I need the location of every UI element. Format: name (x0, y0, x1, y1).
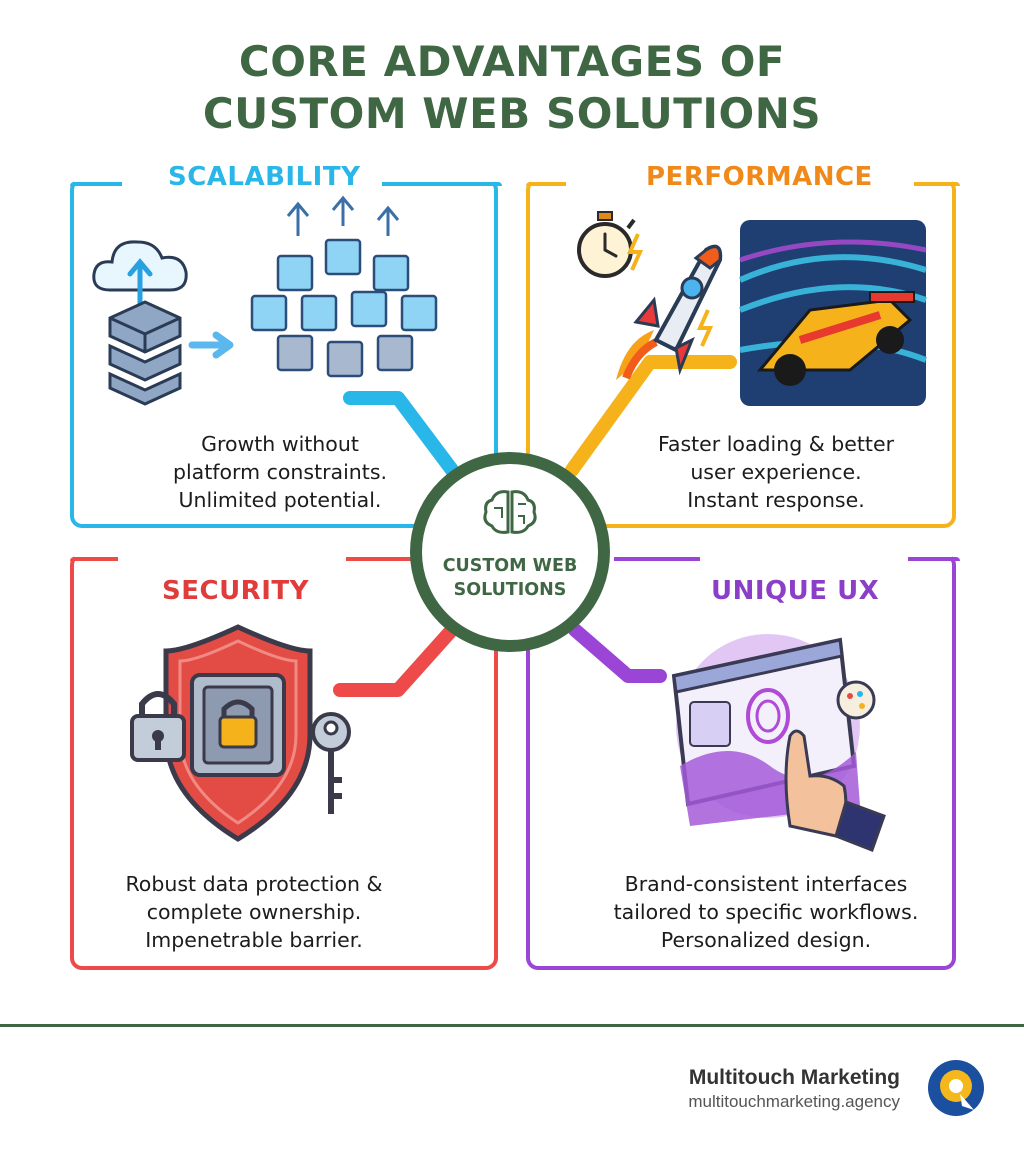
brand-logo-icon (928, 1060, 984, 1116)
scalability-desc-line: Unlimited potential. (178, 488, 382, 512)
touch-interface-icon (671, 634, 886, 852)
scalability-desc-line: Growth without (201, 432, 359, 456)
cloud-upload-icon (92, 240, 188, 311)
scalability-title: SCALABILITY (168, 162, 361, 192)
unique-ux-desc-line: tailored to specific workflows. (613, 900, 919, 924)
unique-ux-title: UNIQUE UX (711, 576, 880, 606)
hub-circle: CUSTOM WEB SOLUTIONS (410, 452, 610, 652)
padlock-icon (130, 691, 186, 762)
title-line-2: CUSTOM WEB SOLUTIONS (202, 89, 822, 138)
hub-label: CUSTOM WEB SOLUTIONS (422, 554, 598, 602)
performance-desc-line: Faster loading & better (657, 432, 895, 456)
stopwatch-icon (577, 211, 636, 278)
brain-icon (483, 490, 537, 534)
security-desc-line: Impenetrable barrier. (145, 928, 363, 952)
performance-desc-line: Instant response. (687, 488, 865, 512)
shield-vault-icon (163, 624, 313, 842)
brand-name: Multitouch Marketing (688, 1066, 900, 1089)
rocket-icon (616, 233, 723, 380)
security-desc: Robust data protection & complete owners… (94, 870, 414, 954)
scalability-desc-line: platform constraints. (172, 460, 388, 484)
security-desc-line: complete ownership. (146, 900, 362, 924)
title-line-1: CORE ADVANTAGES OF (238, 37, 786, 86)
security-title: SECURITY (162, 576, 309, 606)
unique-ux-desc: Brand-consistent interfaces tailored to … (596, 870, 936, 954)
performance-desc: Faster loading & better user experience.… (626, 430, 926, 514)
race-car-icon (738, 220, 928, 406)
security-desc-line: Robust data protection & (125, 872, 383, 896)
performance-desc-line: user experience. (690, 460, 862, 484)
unique-ux-desc-line: Brand-consistent interfaces (624, 872, 908, 896)
performance-title: PERFORMANCE (646, 162, 873, 192)
unique-ux-desc-line: Personalized design. (660, 928, 872, 952)
footer-divider (0, 1024, 1024, 1027)
page-title: CORE ADVANTAGES OF CUSTOM WEB SOLUTIONS (0, 36, 1024, 140)
key-icon (311, 712, 351, 814)
hub-label-line: SOLUTIONS (453, 580, 567, 600)
arrow-right-icon (188, 331, 234, 359)
brand-url[interactable]: multitouchmarketing.agency (688, 1092, 900, 1111)
hub-label-line: CUSTOM WEB (442, 556, 578, 576)
scalability-desc: Growth without platform constraints. Unl… (110, 430, 450, 514)
server-icon (108, 300, 182, 406)
cube-network-icon (250, 195, 438, 378)
